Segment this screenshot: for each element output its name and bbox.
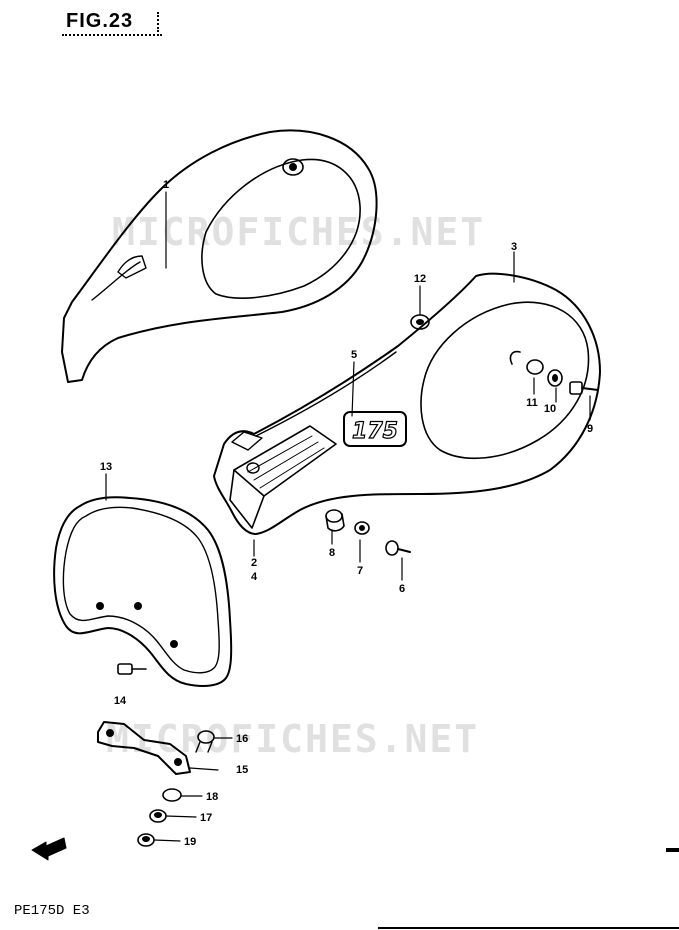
callout-19: 19 [184,836,196,848]
callout-5: 5 [351,349,357,361]
callout-2: 2 [251,557,257,569]
model-code: PE175D E3 [14,903,90,919]
callout-17: 17 [200,812,212,824]
callout-12: 12 [414,273,426,285]
callout-15: 15 [236,764,248,776]
bolt-6 [385,540,411,556]
callout-13: 13 [100,461,112,473]
emblem-text: 175 [352,419,398,444]
watermark-bottom: MICROFICHES.NET [106,717,480,761]
washer-10 [547,369,563,387]
bottom-rule [378,927,679,929]
callout-9: 9 [587,423,593,435]
front-arrow-icon [31,837,67,861]
callout-8: 8 [329,547,335,559]
figure-title-underline [62,34,162,36]
screw-14 [117,663,147,675]
callout-16: 16 [236,733,248,745]
bolt-16 [195,730,215,753]
callout-11: 11 [526,397,538,409]
callout-18: 18 [206,791,218,803]
emblem-badge [343,411,407,447]
callout-7: 7 [357,565,363,577]
bracket-15 [97,721,191,775]
washer-7 [354,521,370,535]
washer-18 [162,788,182,802]
callout-3: 3 [511,241,517,253]
callout-4: 4 [251,571,258,583]
washer-12 [410,314,430,330]
callout-10: 10 [544,403,556,415]
callout-14: 14 [114,695,127,707]
watermark-top: MICROFICHES.NET [112,210,486,254]
bolt-9 [569,381,599,395]
edge-mark [666,848,679,852]
callout-6: 6 [399,583,405,595]
left-side-cover [61,129,378,383]
seal-gasket [53,496,233,687]
collar-11 [526,359,544,375]
collar-8 [325,509,345,532]
figure-title: FIG.23 [66,10,134,32]
callout-1: 1 [163,179,169,191]
figure-title-bracket [157,12,159,32]
